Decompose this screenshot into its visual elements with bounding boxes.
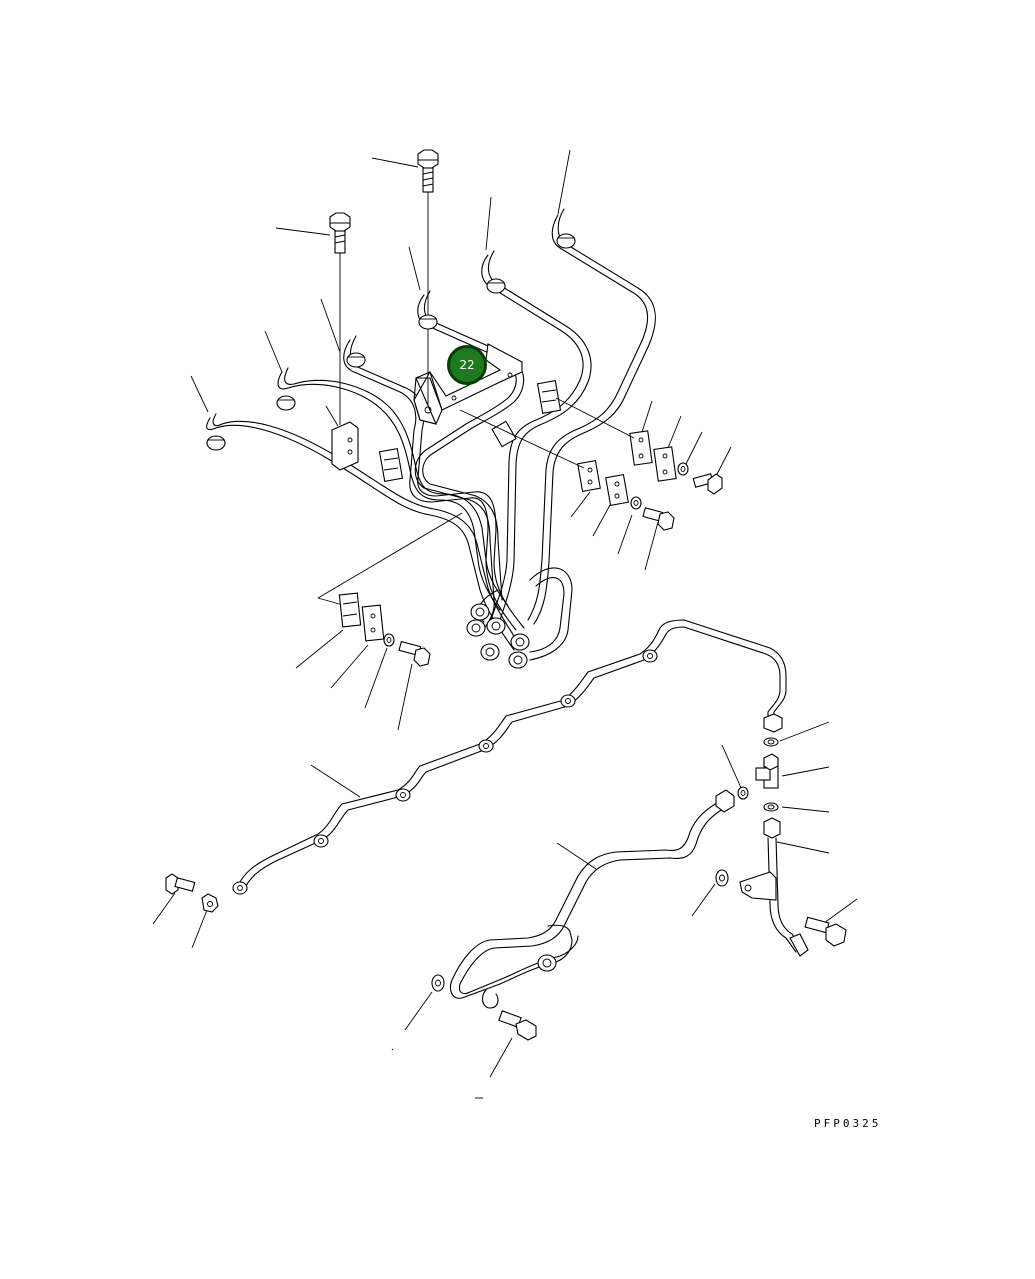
long-bolt-left: [329, 212, 351, 425]
clamp-set-lower-left: [338, 592, 431, 667]
tee-fitting-group: [737, 737, 781, 839]
drawing-code-label: PFP0325: [814, 1117, 882, 1130]
fuel-return-pipe: [237, 619, 787, 891]
spill-pipe-lower: [449, 799, 729, 1009]
washers-bolts-upper-right: [630, 462, 723, 531]
injection-pipes-upper: [206, 208, 656, 661]
part-callout-badge[interactable]: 22: [447, 345, 487, 385]
leader-lines: [152, 149, 858, 1099]
long-bolt-center: [417, 149, 439, 405]
right-drain-pipe: [715, 837, 847, 957]
rear-bracket: [331, 421, 359, 471]
pipe-nuts-upper: [206, 233, 576, 451]
pipe-fittings-bottom: [466, 603, 530, 669]
stray-marks: [391, 1048, 394, 1051]
spill-pipe-fittings: [431, 789, 735, 1041]
pipe-clamps-upper: [378, 380, 677, 506]
return-pipe-end-bolt: [165, 873, 219, 913]
return-pipe-banjo-fittings: [232, 649, 783, 895]
